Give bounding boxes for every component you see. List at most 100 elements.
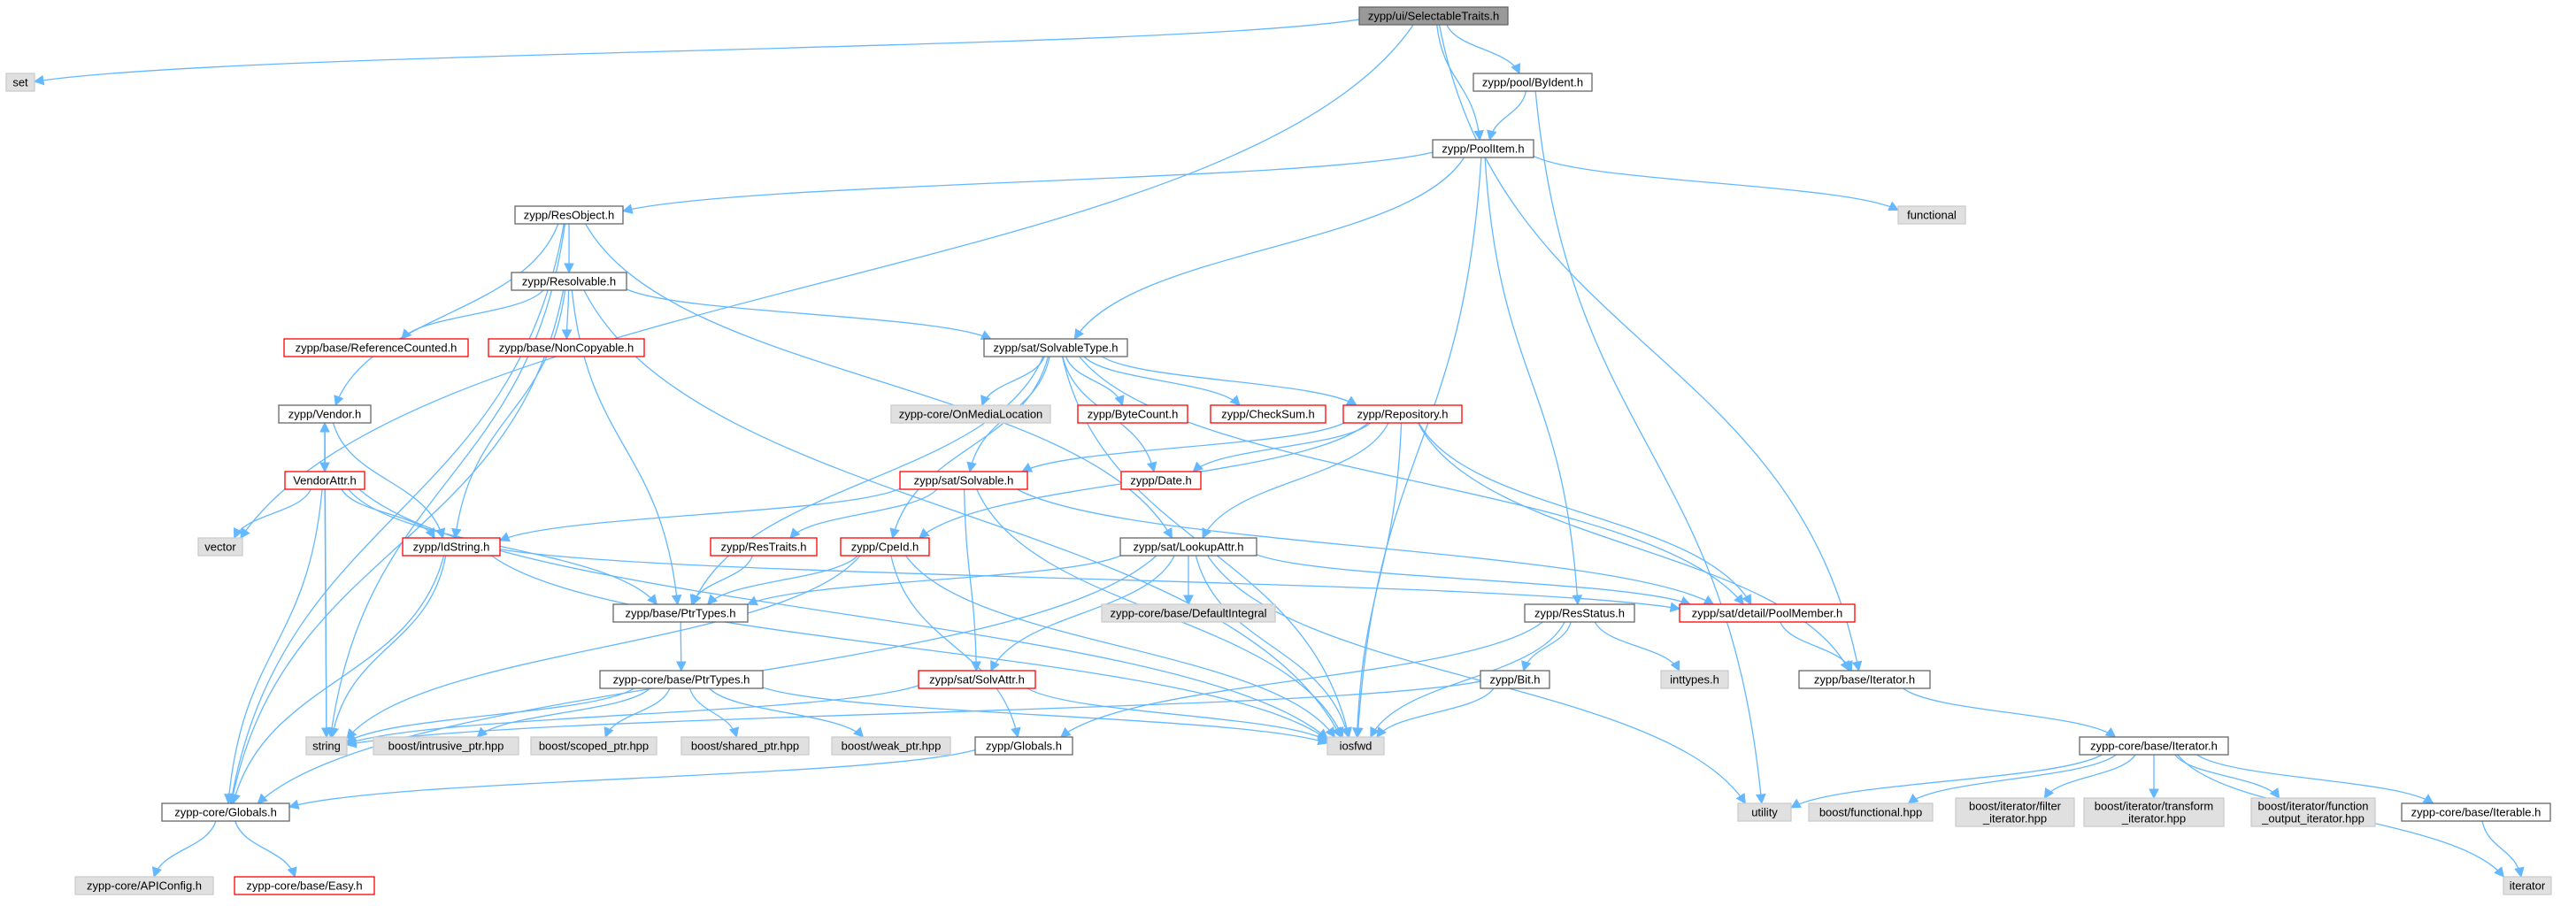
node-label: zypp-core/OnMediaLocation	[899, 408, 1043, 421]
node-solvattr[interactable]: zypp/sat/SolvAttr.h	[918, 670, 1036, 689]
node-coreptrtypes[interactable]: zypp-core/base/PtrTypes.h	[599, 670, 764, 689]
node-poolmember[interactable]: zypp/sat/detail/PoolMember.h	[1679, 603, 1856, 623]
edge-cpeid-to-string	[346, 555, 861, 740]
node-poolitem[interactable]: zypp/PoolItem.h	[1432, 139, 1534, 158]
node-box	[511, 272, 627, 291]
node-box	[599, 670, 764, 689]
node-box	[1473, 73, 1593, 92]
node-functional: functional	[1897, 205, 1966, 225]
node-sharedptr: boost/shared_ptr.hpp	[681, 736, 810, 756]
node-box	[283, 338, 469, 357]
node-transformiter: boost/iterator/transform_iterator.hpp	[2083, 797, 2225, 827]
edge-coreptrtypes-to-weakptr	[709, 687, 865, 738]
edge-poolitem-to-iosfwd	[1352, 157, 1482, 739]
edge-satsolvable-to-restraits	[789, 488, 938, 539]
node-noncopyable[interactable]: zypp/base/NonCopyable.h	[488, 338, 645, 357]
edge-poolbyident-to-utility	[1534, 90, 1766, 805]
node-label: zypp/Vendor.h	[288, 408, 361, 421]
node-label: zypp/Date.h	[1130, 474, 1191, 488]
node-box	[1798, 670, 1931, 689]
edge-solvabletype-to-onmedialoc	[980, 356, 1045, 407]
node-box	[2079, 736, 2229, 756]
node-label: zypp-core/base/DefaultIntegral	[1110, 607, 1266, 620]
node-label: zypp/Repository.h	[1357, 408, 1448, 421]
node-label: zypp-core/base/Iterable.h	[2411, 806, 2541, 819]
node-box	[1524, 603, 1635, 623]
node-label: zypp/base/Iterator.h	[1814, 673, 1915, 687]
edge-lookupattr-to-solvattr	[990, 555, 1175, 672]
node-box	[488, 338, 645, 357]
edge-resolvable-to-coreglobals	[227, 289, 565, 805]
node-selectable[interactable]: zypp/ui/SelectableTraits.h	[1358, 6, 1509, 26]
node-apiconfig: zypp-core/APIConfig.h	[74, 876, 214, 895]
node-iosfwd: iosfwd	[1326, 736, 1385, 756]
node-box	[2401, 802, 2551, 822]
edge-cpeid-to-ptrtypes	[707, 555, 858, 605]
edge-bit-to-iosfwd	[1376, 687, 1495, 738]
node-idstring[interactable]: zypp/IdString.h	[402, 537, 501, 557]
node-coreiterator[interactable]: zypp-core/base/Iterator.h	[2079, 736, 2229, 756]
node-iterator: iterator	[2503, 876, 2552, 895]
node-poolbyident[interactable]: zypp/pool/ByIdent.h	[1473, 73, 1593, 92]
node-resobject[interactable]: zypp/ResObject.h	[514, 205, 624, 225]
node-satsolvable[interactable]: zypp/sat/Solvable.h	[899, 471, 1028, 490]
node-box	[278, 404, 372, 424]
node-boostfunctional: boost/functional.hpp	[1808, 802, 1934, 822]
node-label: _iterator.hpp	[2121, 812, 2186, 825]
node-box	[1660, 670, 1729, 689]
edge-idstring-to-poolmember	[499, 549, 1681, 613]
edge-repository-to-poolmember	[1418, 422, 1752, 606]
edge-repository-to-satsolvable	[1021, 422, 1345, 472]
node-box	[530, 736, 657, 756]
node-coreiterable[interactable]: zypp-core/base/Iterable.h	[2401, 802, 2551, 822]
node-coreglobals[interactable]: zypp-core/Globals.h	[161, 802, 290, 822]
node-inttypes: inttypes.h	[1660, 670, 1729, 689]
edge-coreptrtypes-to-string	[346, 687, 634, 743]
edge-bit-to-string	[345, 680, 1481, 749]
node-date[interactable]: zypp/Date.h	[1120, 471, 1202, 490]
edge-selectable-to-poolitem	[1436, 24, 1484, 142]
node-ptrtypes[interactable]: zypp/base/PtrTypes.h	[612, 603, 749, 623]
node-resstatus[interactable]: zypp/ResStatus.h	[1524, 603, 1635, 623]
node-lookupattr[interactable]: zypp/sat/LookupAttr.h	[1119, 537, 1257, 557]
node-vendorattr[interactable]: VendorAttr.h	[284, 471, 365, 490]
node-bytecount[interactable]: zypp/ByteCount.h	[1077, 404, 1188, 424]
node-resolvable[interactable]: zypp/Resolvable.h	[511, 272, 627, 291]
node-box	[305, 736, 348, 756]
node-solvabletype[interactable]: zypp/sat/SolvableType.h	[983, 338, 1128, 357]
node-label: boost/iterator/transform	[2095, 800, 2213, 813]
node-restraits[interactable]: zypp/ResTraits.h	[710, 537, 818, 557]
node-checksum[interactable]: zypp/CheckSum.h	[1210, 404, 1326, 424]
edge-vendorattr-to-coreglobals	[224, 488, 323, 805]
node-label: _output_iterator.hpp	[2261, 812, 2365, 825]
node-bit[interactable]: zypp/Bit.h	[1480, 670, 1550, 689]
edge-coreiterator-to-coreiterable	[2196, 754, 2434, 804]
node-label: zypp/base/NonCopyable.h	[499, 342, 634, 355]
node-refcounted[interactable]: zypp/base/ReferenceCounted.h	[283, 338, 469, 357]
node-label: VendorAttr.h	[293, 474, 357, 488]
edge-selectable-to-set	[33, 19, 1360, 86]
node-label: zypp/ResStatus.h	[1534, 607, 1625, 620]
node-label: zypp-core/base/PtrTypes.h	[613, 673, 750, 687]
node-box	[681, 736, 810, 756]
node-box	[402, 537, 501, 557]
edge-vendor-to-idstring	[332, 422, 446, 540]
node-label: inttypes.h	[1670, 673, 1719, 687]
node-repository[interactable]: zypp/Repository.h	[1342, 404, 1463, 424]
edge-restraits-to-ptrtypes	[689, 555, 754, 606]
node-label: zypp-core/APIConfig.h	[87, 879, 202, 893]
node-box	[373, 736, 519, 756]
edge-coreiterator-to-filteriter	[2043, 754, 2136, 799]
node-vendor[interactable]: zypp/Vendor.h	[278, 404, 372, 424]
edge-repository-to-date	[1192, 422, 1372, 472]
edge-solvabletype-to-poolmember	[1079, 356, 1744, 605]
edge-solvattr-to-string	[345, 685, 919, 746]
node-cpeid[interactable]: zypp/CpeId.h	[840, 537, 930, 557]
edge-coreptrtypes-to-iosfwd	[762, 687, 1329, 746]
node-defaultintegral: zypp-core/base/DefaultIntegral	[1101, 603, 1276, 623]
node-funcoutiter: boost/iterator/function_output_iterator.…	[2250, 797, 2376, 827]
edge-solvabletype-to-checksum	[1083, 356, 1241, 406]
node-baseiterator[interactable]: zypp/base/Iterator.h	[1798, 670, 1931, 689]
node-easy[interactable]: zypp-core/base/Easy.h	[234, 876, 375, 895]
node-zyppglobals[interactable]: zypp/Globals.h	[974, 736, 1073, 756]
